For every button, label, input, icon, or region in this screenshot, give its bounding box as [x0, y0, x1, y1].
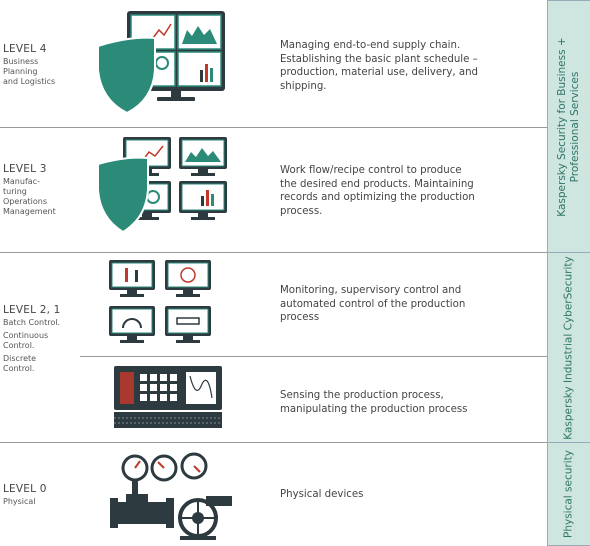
level2-sub-line4: Discrete	[3, 354, 37, 363]
level0-subtitle: Physical	[3, 497, 36, 507]
sidebar-industrial-label: Kaspersky Industrial CyberSecurity	[562, 255, 575, 440]
level3-four-monitors-shield-icon	[97, 137, 227, 234]
level2-desc-line2: automated control of the production	[280, 298, 466, 310]
level2-description: Monitoring, supervisory control and auto…	[280, 284, 490, 325]
level0-desc-line1: Physical devices	[280, 489, 364, 500]
level3-sub-line3: Operations	[3, 197, 47, 206]
level3-desc-line3: records and optimizing the production	[280, 192, 475, 204]
sidebar-physical-security: Physical security	[547, 442, 590, 546]
level0-physical-devices-icon	[110, 452, 232, 540]
level4-desc-line2: Establishing the basic plant schedule –	[280, 53, 478, 65]
level2-sub-line2: Continuous	[3, 331, 49, 340]
level2-control-monitors-icon	[109, 260, 211, 343]
level4-sub-line1: Business	[3, 57, 39, 66]
level2-sub-line5: Control.	[3, 364, 35, 373]
level3-desc-line2: the desired end products. Maintaining	[280, 178, 474, 190]
level2-title: LEVEL 2, 1	[3, 304, 61, 316]
level2-desc-line3: process	[280, 312, 320, 324]
level1-desc-line1: Sensing the production process,	[280, 390, 444, 401]
level2-subtitle: Batch Control. Continuous Control. Discr…	[3, 318, 60, 374]
level3-sub-line2: turing	[3, 187, 27, 196]
divider-level2-level1	[80, 356, 547, 357]
divider-level1-level0	[0, 442, 547, 443]
divider-level4-level3	[0, 127, 547, 128]
level4-description: Managing end-to-end supply chain. Establ…	[280, 39, 490, 93]
level3-sub-line1: Manufac-	[3, 177, 40, 186]
level4-sub-line2: Planning	[3, 67, 38, 76]
level3-description: Work flow/recipe control to produce the …	[280, 164, 490, 218]
sidebar-business-security: Kaspersky Security for Business + Profes…	[547, 0, 590, 252]
level4-title: LEVEL 4	[3, 43, 47, 55]
sidebar-top-line2: Professional Services	[569, 71, 581, 182]
level4-desc-line1: Managing end-to-end supply chain.	[280, 40, 461, 51]
sidebar-top-line1: Kaspersky Security for Business +	[556, 36, 568, 217]
level4-subtitle: Business Planning and Logistics	[3, 57, 55, 87]
level4-sub-line3: and Logistics	[3, 77, 56, 86]
level4-desc-line4: shipping.	[280, 80, 327, 92]
sidebar-business-security-label: Kaspersky Security for Business + Profes…	[556, 37, 582, 216]
level3-subtitle: Manufac- turing Operations Management	[3, 177, 56, 217]
level0-sub-line1: Physical	[3, 497, 36, 506]
level0-description: Physical devices	[280, 488, 490, 502]
level4-monitor-shield-icon	[97, 11, 225, 115]
level1-desc-line2: manipulating the production process	[280, 403, 468, 415]
divider-level3-level2	[0, 252, 547, 253]
sidebar-physical-label: Physical security	[562, 450, 575, 538]
level3-desc-line4: process.	[280, 205, 323, 217]
level1-description: Sensing the production process, manipula…	[280, 389, 490, 416]
level3-desc-line1: Work flow/recipe control to produce	[280, 165, 462, 176]
level3-sub-line4: Management	[3, 207, 56, 216]
level1-plc-controller-icon	[114, 366, 222, 428]
level2-desc-line1: Monitoring, supervisory control and	[280, 285, 462, 296]
level3-title: LEVEL 3	[3, 163, 47, 175]
level2-sub-line3: Control.	[3, 341, 35, 350]
sidebar-industrial-cybersecurity: Kaspersky Industrial CyberSecurity	[547, 252, 590, 442]
level2-sub-line1: Batch Control.	[3, 318, 60, 327]
level4-desc-line3: production, material use, delivery, and	[280, 67, 478, 79]
level0-title: LEVEL 0	[3, 483, 47, 495]
